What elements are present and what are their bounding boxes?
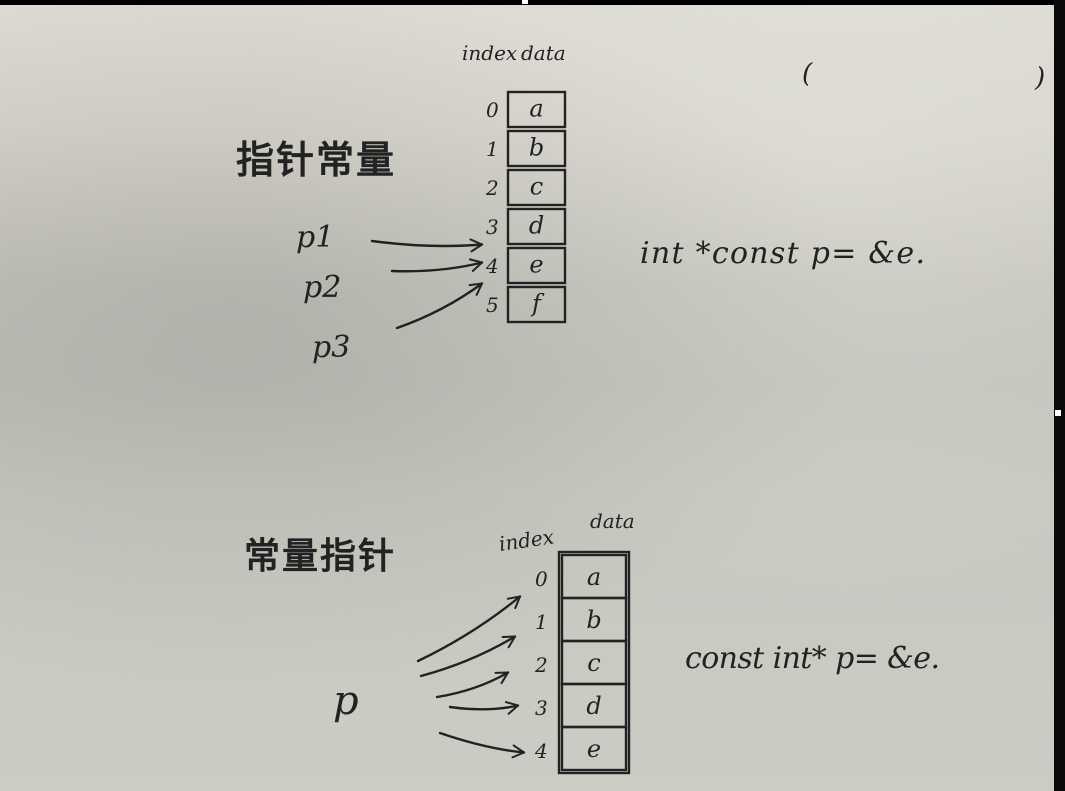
top-index-2: 2: [485, 176, 499, 200]
top-value-4: e: [529, 251, 543, 279]
top-cell-1: [506, 129, 567, 168]
top-index-3: 3: [486, 215, 499, 239]
open-parenthesis: (: [802, 59, 813, 89]
bottom-array: 0 a 1 b 2 c 3 d 4 e: [534, 550, 631, 775]
top-border: [0, 0, 1065, 5]
bottom-value-2: c: [587, 649, 600, 677]
arrow-p-to-index-3: [448, 701, 520, 715]
bottom-value-4: e: [587, 735, 601, 763]
top-cell-5: [506, 285, 567, 324]
top-cell-2: [506, 168, 567, 207]
pointer-constant-title: 指针常量: [236, 138, 396, 182]
bottom-value-3: d: [586, 692, 601, 720]
top-index-0: 0: [486, 98, 499, 122]
top-cell-0: [506, 90, 567, 129]
bottom-index-2: 2: [534, 653, 548, 677]
bottom-value-0: a: [587, 563, 601, 591]
bottom-index-header: index: [497, 525, 555, 556]
pointer-constant-section: 指针常量 index data 0 a 1 b 2 c 3 d 4 e 5 f p1 p2 p3 in…: [236, 41, 925, 365]
constant-pointer-section: 常量指针 index data 0 a 1 b 2 c 3 d 4 e p const int* …: [244, 509, 940, 775]
top-cell-3: [506, 207, 567, 246]
pointer-label-p1: p1: [296, 220, 334, 255]
arrow-p-to-index-4: [438, 731, 526, 759]
top-value-3: d: [529, 212, 544, 240]
close-parenthesis: ): [1034, 63, 1045, 93]
bottom-index-0: 0: [535, 567, 548, 591]
top-index-1: 1: [486, 137, 499, 161]
arrow-p-to-index-1: [419, 635, 517, 678]
top-array: 0 a 1 b 2 c 3 d 4 e 5 f: [485, 90, 567, 324]
whiteboard: [0, 5, 1054, 791]
pointer-label-p: p: [333, 678, 359, 724]
top-index-5: 5: [486, 293, 499, 317]
bottom-pointer-arrows: [416, 595, 526, 759]
top-value-1: b: [529, 134, 544, 162]
selection-handle-top[interactable]: [522, 0, 528, 4]
arrow-p-to-index-0: [416, 595, 522, 663]
pointer-label-p3: p3: [312, 330, 350, 365]
pointer-label-p2: p2: [303, 270, 341, 305]
arrow-p2: [390, 258, 484, 273]
arrow-p-to-index-2: [435, 671, 510, 699]
right-border: [1054, 0, 1065, 791]
bottom-array-frame: [557, 550, 631, 775]
bottom-index-1: 1: [535, 610, 548, 634]
pointer-constant-code: int *const p= &e.: [640, 236, 925, 271]
bottom-value-1: b: [586, 606, 601, 634]
bottom-index-4: 4: [534, 739, 548, 763]
arrow-p1: [370, 238, 484, 253]
arrow-p3: [395, 282, 484, 330]
bottom-cell-4: [560, 725, 628, 772]
bottom-index-3: 3: [535, 696, 548, 720]
top-data-header: data: [521, 41, 566, 65]
top-cell-4: [506, 246, 567, 285]
top-value-2: c: [530, 173, 543, 201]
selection-handle-right[interactable]: [1055, 410, 1061, 416]
top-value-0: a: [529, 95, 543, 123]
constant-pointer-title: 常量指针: [244, 536, 396, 577]
top-index-4: 4: [485, 254, 499, 278]
bottom-data-header: data: [590, 509, 635, 533]
constant-pointer-code: const int* p= &e.: [685, 641, 940, 676]
top-value-5: f: [530, 290, 545, 318]
top-index-header: index: [462, 41, 517, 65]
top-pointer-arrows: [370, 238, 484, 330]
